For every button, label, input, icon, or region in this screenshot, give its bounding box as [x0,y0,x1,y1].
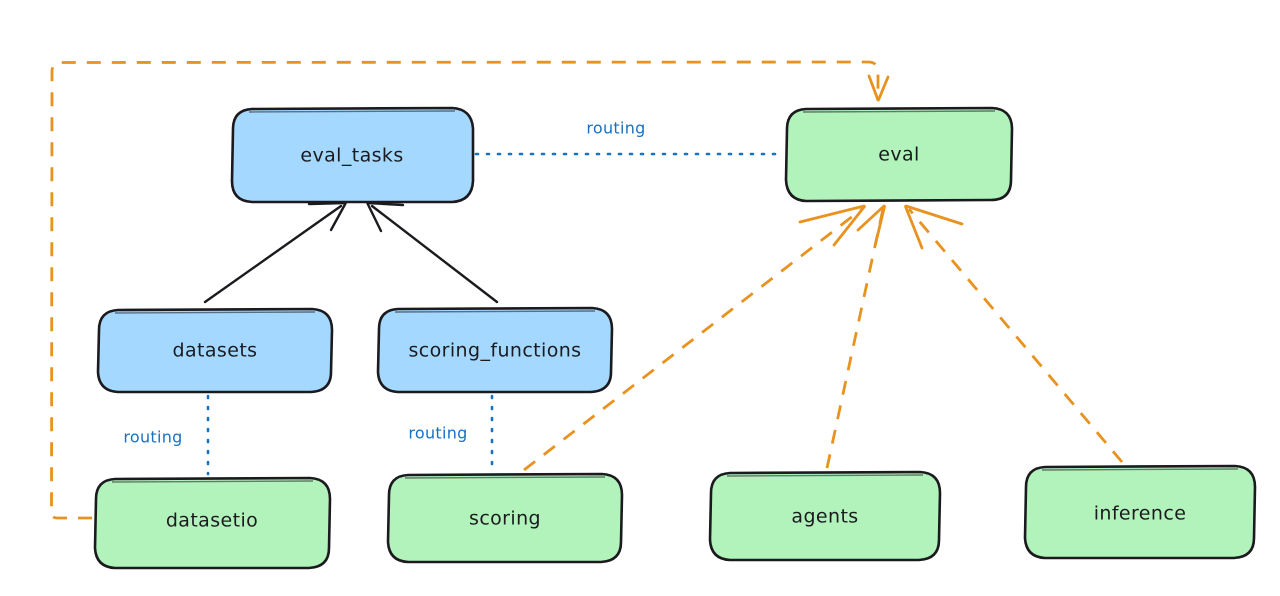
node-eval-tasks-label: eval_tasks [300,145,403,167]
edge-scoring-eval-line [523,207,863,472]
node-datasets-label: datasets [173,340,258,362]
edge-label-routing-datasets: routing [123,428,182,447]
node-inference-label: inference [1094,503,1187,525]
node-scoring-functions-sketch [394,310,596,313]
node-datasetio[interactable]: datasetio [93,476,332,570]
node-scoring-functions-label: scoring_functions [409,340,582,362]
node-scoring-label: scoring [469,508,541,530]
node-datasetio-label: datasetio [166,510,258,532]
edge-inference-eval-line [907,208,1124,463]
node-scoring-functions[interactable]: scoring_functions [376,306,614,394]
node-eval-tasks-sketch [248,110,456,113]
node-agents-label: agents [791,506,858,528]
node-eval[interactable]: eval [784,106,1014,203]
edge-label-routing-scoring-functions: routing [408,424,467,443]
node-scoring-sketch [404,476,606,479]
edge-datasets-eval-tasks-line [203,204,343,304]
node-eval-tasks[interactable]: eval_tasks [230,106,475,204]
edge-scoring-functions-eval-tasks-arrowhead [366,201,405,233]
edge-scoring-functions-eval-tasks-line [370,204,499,304]
node-eval-sketch [802,110,996,113]
node-datasets-shape [96,307,334,394]
edge-label-routing-eval-tasks: routing [586,119,645,138]
node-scoring-shape [386,472,624,564]
node-agents[interactable]: agents [708,470,942,562]
node-eval-shape [784,106,1014,203]
node-datasets[interactable]: datasets [96,307,334,394]
edge-inference-eval [904,204,1124,463]
edge-agents-eval [825,204,886,469]
node-datasetio-shape [93,476,332,570]
edge-scoring-functions-eval-tasks [366,201,499,304]
edge-scoring-eval-arrowhead [798,204,866,247]
node-agents-sketch [726,474,924,477]
node-datasetio-sketch [111,480,314,483]
edge-inference-eval-arrowhead [904,204,964,250]
edge-datasetio-eval-arrowhead [867,74,890,102]
node-inference[interactable]: inference [1023,464,1257,560]
node-agents-shape [708,470,942,562]
node-datasets-sketch [114,311,316,314]
edge-scoring-eval [523,204,866,472]
node-inference-sketch [1041,468,1239,471]
node-eval-tasks-shape [230,106,475,204]
node-scoring[interactable]: scoring [386,472,624,564]
edge-datasets-eval-tasks [203,201,347,304]
edge-agents-eval-arrowhead [856,204,886,248]
edge-agents-eval-line [825,208,885,469]
edge-datasetio-eval [50,60,890,520]
node-eval-label: eval [878,144,919,166]
node-inference-shape [1023,464,1257,560]
node-scoring-functions-shape [376,306,614,394]
